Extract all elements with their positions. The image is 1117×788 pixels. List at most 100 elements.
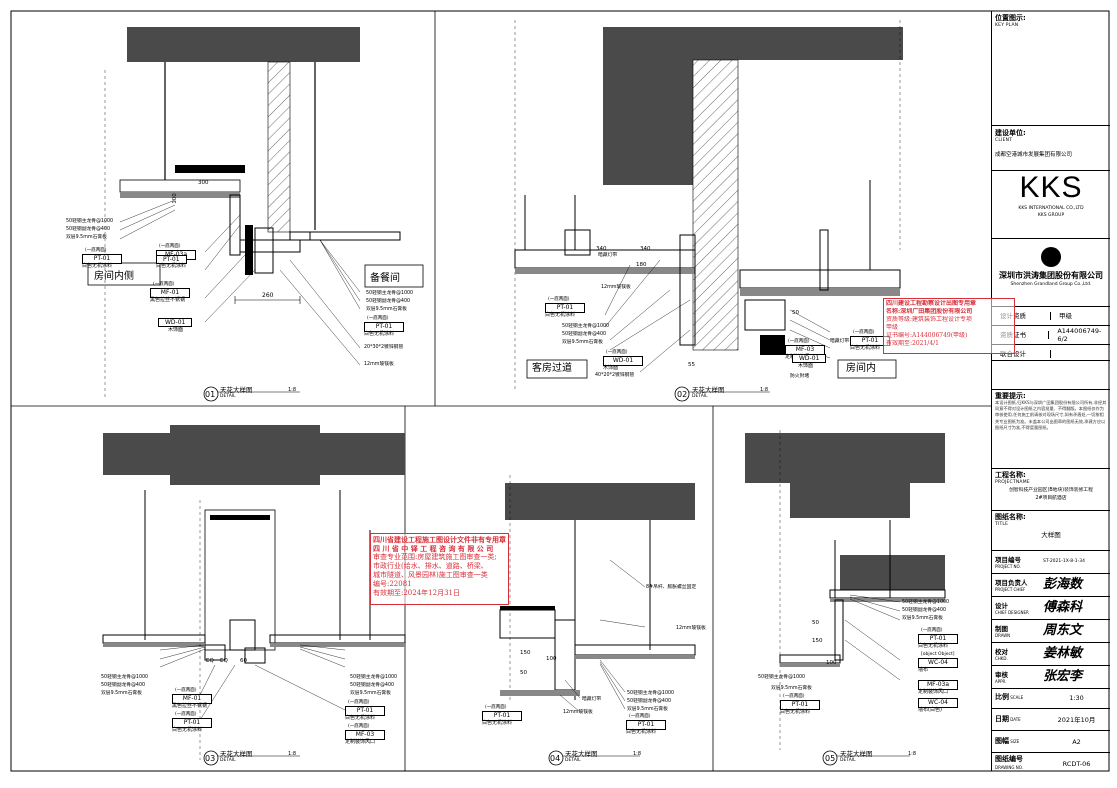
- stamp-line: 甲级: [886, 324, 899, 331]
- dimension-label: 50: [792, 310, 799, 316]
- meta-key-sub: DATE: [1009, 717, 1021, 722]
- detail-title: 天花大样图: [220, 750, 253, 758]
- material-note: 50轻钢副龙骨@400: [350, 683, 395, 688]
- material-note: 50轻钢副龙骨@400: [562, 332, 607, 337]
- kks-logo-text: KKS: [1019, 171, 1083, 204]
- material-tag-code: PT-01: [156, 255, 187, 264]
- dimension-label: 60: [240, 658, 247, 664]
- material-tag-role: 木饰面: [603, 365, 619, 371]
- material-note: 50轻钢副龙骨@400: [627, 699, 672, 704]
- material-tag-note: (一底两面): [788, 339, 810, 344]
- cert-value: 甲级: [1059, 312, 1072, 320]
- notice-cell: 重要提示: 本设计图纸,归KKS与深圳广田集团股份有限公司所有,非经其同意不得对…: [992, 389, 1110, 469]
- meta-key: 图幅 SIZE: [992, 737, 1043, 746]
- meta-key-sub: SIZE: [1009, 739, 1020, 744]
- material-tag-code: PT-01: [482, 711, 522, 721]
- drawing-title-sub: TITLE: [995, 522, 1009, 527]
- grandland-emblem-icon: [1041, 247, 1061, 267]
- signature-key-sub: DRAWN: [995, 632, 1011, 638]
- meta-key-label: 图幅: [995, 737, 1009, 745]
- project-sub: PROJECTNAME: [995, 480, 1030, 485]
- stamp-line: 四 川 省 中 铎 工 程 咨 询 有 限 公 司: [373, 544, 494, 553]
- material-tag-role: 白色无机涂料: [918, 643, 949, 649]
- material-tag-note: (一底两面): [783, 694, 805, 699]
- client-value: 成都空港城市发展集团有限公司: [995, 152, 1073, 158]
- material-tag-note: (一底两面): [367, 316, 389, 321]
- material-tag-code: WD-01: [158, 318, 193, 327]
- detail-number: 04: [550, 754, 561, 763]
- dimension-label: 260: [262, 292, 274, 299]
- detail-scale: 1:8: [760, 387, 769, 393]
- detail-title: 天花大样图: [692, 386, 725, 394]
- stamp-line: 证书编号:A144006749(甲级): [886, 332, 968, 339]
- dimension-label: 100: [546, 656, 557, 662]
- detail-scale: 1:8: [633, 751, 642, 757]
- material-note: 12mm玻镁板: [364, 362, 394, 367]
- material-tag-role: 白色无机涂料: [545, 312, 576, 318]
- design-stamp: 四川建设工程勘察设计出图专用章名称:深圳广田集团股份有限公司资质等级:建筑装饰工…: [883, 298, 1015, 354]
- stamp-line: 四川建设工程勘察设计出图专用章: [886, 300, 977, 307]
- meta-key: 图纸编号 DRAWING NO.: [992, 755, 1043, 772]
- signature-key-sub: CHIEF DESIGNER: [995, 609, 1029, 615]
- client-label: 建设单位:: [995, 129, 1026, 137]
- material-note: 双层9.5mm石膏板: [627, 707, 668, 712]
- material-tag-role: 白色无机涂料: [172, 727, 203, 733]
- material-tag-code: PT-01: [626, 720, 666, 730]
- material-tag-code: MF-01: [172, 694, 212, 704]
- signature-key-sub: APPR.: [995, 678, 1007, 684]
- signature-key-label: 项目负责人: [995, 578, 1028, 587]
- signature-key-sub: CHKD.: [995, 655, 1008, 661]
- material-note: 双层9.5mm石膏板: [562, 340, 603, 345]
- grandland-company-en: Shenzhen Grandland Group Co.,Ltd.: [1010, 282, 1092, 287]
- signature-key-label: 项目编号: [995, 555, 1021, 564]
- drawing-title-cell: 图纸名称: TITLE 大样图: [992, 511, 1110, 551]
- material-tag-note: (一底两面): [175, 688, 197, 693]
- material-tag-code: WD-01: [603, 356, 643, 366]
- material-note: 12mm玻镁板: [563, 710, 593, 715]
- detail-title: 天花大样图: [220, 386, 253, 394]
- detail-03: [102, 425, 406, 766]
- material-tag-role: 白色无机涂料: [345, 715, 376, 721]
- material-tag-code: PT-01: [82, 254, 122, 264]
- material-tag-role: 白色无机涂料: [780, 709, 811, 715]
- detail-sub: DETAIL: [692, 394, 708, 399]
- material-tag-role: 白色无机涂料: [156, 263, 187, 269]
- stamp-line: 有效期至:2024年12月31日: [373, 589, 460, 597]
- signature-key-sub: PROJECT NO.: [995, 563, 1021, 569]
- project-cell: 工程名称: PROJECTNAME 创智科技产业园区(B地块)装饰装修工程 2#…: [992, 469, 1110, 511]
- meta-key: 日期 DATE: [992, 715, 1043, 724]
- signature-value: 彭海数: [1043, 577, 1083, 592]
- material-tag-code: MF-01: [150, 288, 190, 298]
- client-cell: 建设单位: CLIENT 成都空港城市发展集团有限公司: [992, 126, 1110, 171]
- project-value-2: 2#项目航酒店: [1035, 496, 1067, 501]
- material-note: 50轻钢副龙骨@400: [101, 683, 146, 688]
- material-tag-role: 黑色拉丝不锈钢: [172, 703, 208, 709]
- detail-02: [514, 20, 903, 402]
- material-tag-role: 黑色拉丝不锈钢: [150, 297, 186, 303]
- dimension-label: 340: [596, 246, 607, 252]
- notice-body: 本设计图纸,归KKS与深圳广田集团股份有限公司所有,非经其同意不得对设计图纸之内…: [995, 400, 1107, 430]
- detail-01: [87, 27, 424, 402]
- material-note: 50轻钢副龙骨@400: [366, 299, 411, 304]
- detail-number: 03: [205, 754, 216, 763]
- material-tag-note: (一底两面): [175, 712, 197, 717]
- detail-05: [745, 430, 946, 766]
- detail-number: 05: [825, 754, 836, 763]
- meta-key-label: 图纸编号: [995, 755, 1023, 763]
- kks-logo: KKS KKS INTERNATIONAL CO.,LTD KKS GROUP: [992, 171, 1110, 239]
- material-note: 双层9.5mm石膏板: [902, 616, 943, 621]
- kks-logo-line1: KKS INTERNATIONAL CO.,LTD: [1018, 206, 1084, 211]
- material-note: 12mm玻镁板: [676, 626, 706, 631]
- dimension-label: 300: [198, 180, 209, 186]
- room-label: 房间内侧: [94, 271, 134, 282]
- room-label: 客房过道: [532, 363, 572, 374]
